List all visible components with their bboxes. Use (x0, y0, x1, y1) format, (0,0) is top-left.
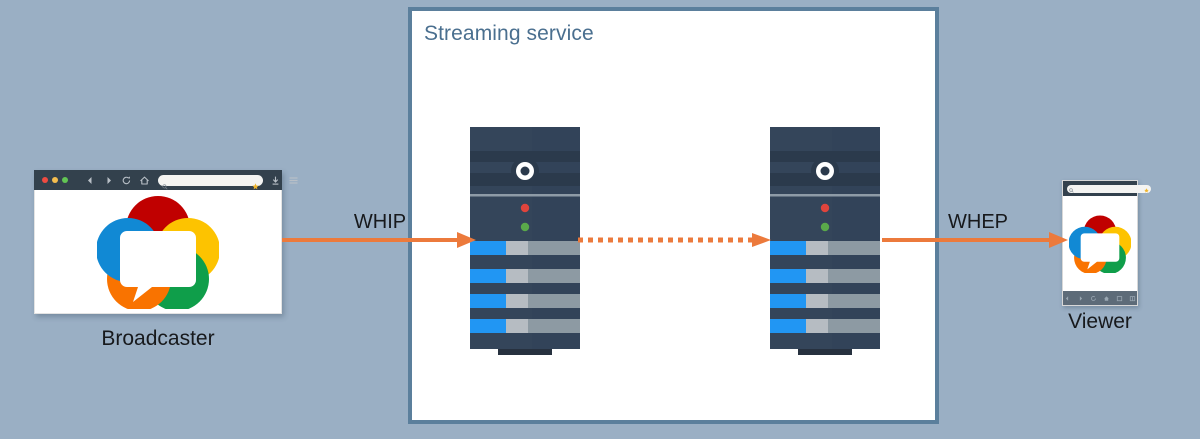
browser-viewport (34, 190, 282, 314)
viewer-phone (1062, 180, 1151, 306)
browser-toolbar-right (270, 175, 299, 186)
reload-icon[interactable] (121, 175, 132, 186)
led-red (520, 203, 530, 213)
back-arrow-icon[interactable] (85, 175, 96, 186)
phone-viewport (1063, 196, 1137, 291)
whep-arrow (882, 228, 1070, 252)
hamburger-menu-icon[interactable] (288, 175, 299, 186)
download-icon[interactable] (270, 175, 281, 186)
jitsi-logo (1069, 215, 1131, 273)
relay-dotted-arrow (578, 232, 774, 248)
address-bar[interactable] (158, 174, 263, 190)
led-red (820, 203, 830, 213)
broadcaster-browser-window (34, 170, 298, 314)
jitsi-logo (97, 195, 219, 309)
tabs-icon[interactable] (1116, 295, 1123, 302)
home-icon[interactable] (1103, 295, 1110, 302)
phone-nav-bar (1063, 291, 1137, 305)
minimize-window-button[interactable] (52, 177, 58, 183)
bookmarks-icon[interactable] (1129, 295, 1136, 302)
maximize-window-button[interactable] (62, 177, 68, 183)
viewer-label: Viewer (1068, 310, 1132, 333)
phone-top-bar (1063, 181, 1151, 196)
address-input[interactable] (168, 177, 252, 183)
forward-arrow-icon[interactable] (103, 175, 114, 186)
bookmark-star-icon[interactable] (252, 177, 259, 189)
whip-arrow (282, 228, 478, 252)
streaming-service-title: Streaming service (424, 22, 594, 45)
window-controls[interactable] (42, 177, 68, 183)
led-green (520, 222, 530, 232)
phone-address-input[interactable] (1074, 185, 1144, 192)
drive-bays (470, 241, 580, 333)
phone-address-bar[interactable] (1067, 184, 1151, 193)
search-icon (162, 177, 168, 190)
bookmark-star-icon[interactable] (1144, 180, 1149, 198)
home-icon[interactable] (139, 175, 150, 186)
led-green (820, 222, 830, 232)
search-icon (1069, 180, 1074, 198)
browser-toolbar (34, 170, 298, 190)
edge-server-rack (770, 127, 880, 355)
close-window-button[interactable] (42, 177, 48, 183)
whep-label: WHEP (948, 211, 1008, 233)
reload-icon[interactable] (1090, 295, 1097, 302)
browser-nav-group (85, 175, 150, 186)
ingest-server-rack (470, 127, 580, 355)
drive-bays (770, 241, 880, 333)
back-arrow-icon[interactable] (1064, 295, 1071, 302)
whip-label: WHIP (353, 211, 407, 233)
forward-arrow-icon[interactable] (1077, 295, 1084, 302)
broadcaster-label: Broadcaster (101, 327, 215, 350)
